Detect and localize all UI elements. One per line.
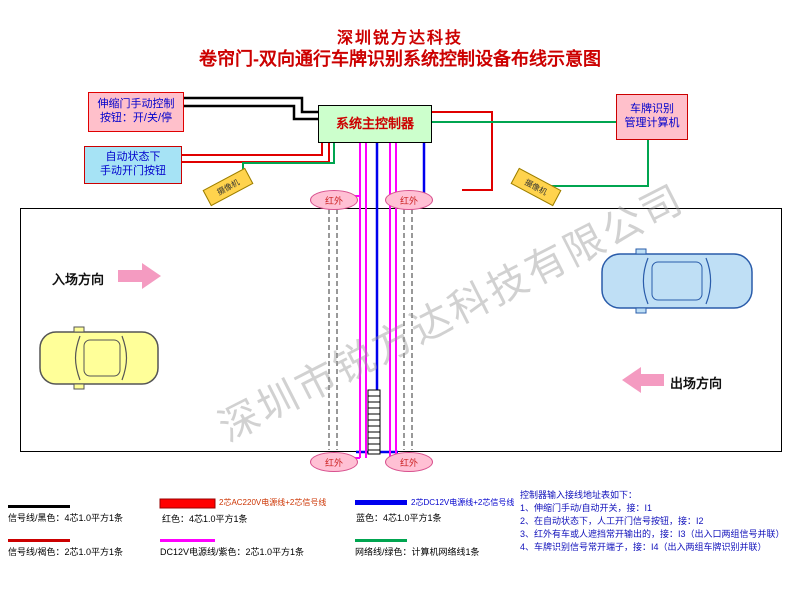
infrared-beam-lines (328, 209, 413, 450)
infrared-sensor-bottom-left: 红外 (310, 452, 358, 472)
page-title: 卷帘门-双向通行车牌识别系统控制设备布线示意图 (199, 49, 601, 69)
infrared-sensor-top-right: 红外 (385, 190, 433, 210)
black-signal-wires (182, 96, 318, 121)
main-controller-label: 系统主控制器 (335, 115, 414, 131)
legend-black-signal: 信号线/黑色：4芯1.0平方1条 (8, 513, 124, 523)
lpr-computer-line1: 车牌识别 (630, 103, 674, 116)
auto-open-line2: 手动开门按钮 (100, 165, 166, 177)
entry-arrow (118, 263, 161, 289)
auto-open-line1: 自动状态下 (105, 151, 161, 164)
entry-direction-label: 入场方向 (52, 272, 105, 287)
wiring-table-row: 4、车牌识别信号常开端子，接：I4（出入两组车牌识别并联） (520, 542, 767, 552)
lpr-computer-box: 车牌识别 管理计算机 (616, 94, 688, 140)
lpr-computer-line2: 管理计算机 (624, 117, 680, 129)
company-title: 深圳锐方达科技 (336, 30, 463, 47)
manual-control-line1: 伸缩门手动控制 (97, 98, 175, 111)
legend-ac220-line1: 2芯AC220V电源线+2芯信号线 (219, 498, 327, 507)
exit-arrow (622, 367, 664, 393)
legend-brown-signal: 信号线/褐色：2芯1.0平方1条 (8, 547, 124, 557)
legend-swatches (8, 498, 407, 542)
manual-control-line2: 按钮：开/关/停 (99, 112, 173, 124)
infrared-sensor-top-left: 红外 (310, 190, 358, 210)
exit-direction-label: 出场方向 (670, 376, 723, 391)
legend-dc12v-purple: DC12V电源线/紫色：2芯1.0平方1条 (160, 547, 305, 557)
legend-dc12v-blue-line2: 蓝色：4芯1.0平方1条 (356, 513, 442, 523)
infrared-label: 红外 (324, 195, 343, 206)
entry-car (39, 326, 159, 390)
wiring-table-title: 控制器输入接线地址表如下： (520, 490, 638, 500)
infrared-sensor-bottom-right: 红外 (385, 452, 433, 472)
wiring-table-row: 1、伸缩门手动/自动开关，接：I1 (520, 503, 653, 513)
infrared-label: 红外 (399, 457, 418, 468)
auto-open-button-box: 自动状态下 手动开门按钮 (84, 146, 182, 184)
roadway-area (20, 208, 782, 452)
exit-car (601, 248, 753, 314)
wiring-table-row: 2、在自动状态下，人工开门信号按钮，接：I2 (520, 516, 704, 526)
legend-dc12v-blue-line1: 2芯DC12V电源线+2芯信号线 (411, 498, 515, 507)
legend-ac220-line2: 红色：4芯1.0平方1条 (162, 514, 248, 524)
door-marker (367, 389, 381, 455)
manual-control-button-box: 伸缩门手动控制 按钮：开/关/停 (88, 92, 184, 132)
legend-network: 网络线/绿色：计算机网络线1条 (355, 547, 480, 557)
wiring-table-row: 3、红外有车或人遮挡常开输出的，接：I3（出入口两组信号并联） (520, 529, 785, 539)
wiring-address-table: 控制器输入接线地址表如下： 1、伸缩门手动/自动开关，接：I1 2、在自动状态下… (520, 489, 795, 554)
infrared-label: 红外 (324, 457, 343, 468)
main-controller-box: 系统主控制器 (318, 105, 432, 143)
infrared-label: 红外 (399, 195, 418, 206)
